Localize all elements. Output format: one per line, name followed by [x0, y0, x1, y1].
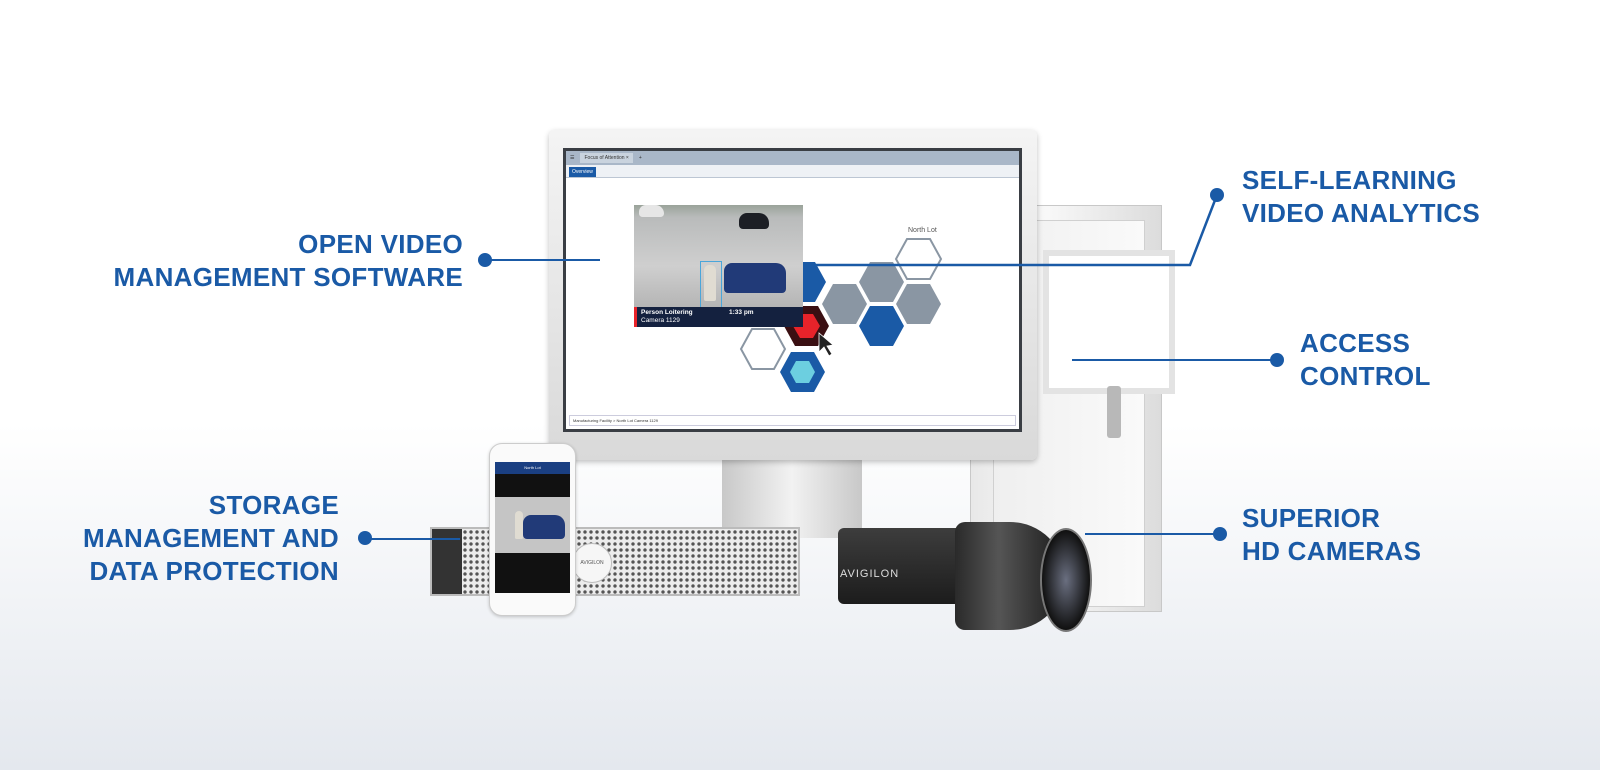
hex-cluster: [739, 238, 943, 392]
callout-dot: [1213, 527, 1227, 541]
monitor-stand: [722, 458, 862, 538]
camera-feed[interactable]: [634, 205, 803, 327]
menu-icon[interactable]: ☰: [570, 155, 575, 161]
label-line: SUPERIOR: [1242, 503, 1381, 533]
callout-line: [365, 538, 460, 540]
label-line: DATA PROTECTION: [89, 556, 339, 586]
tab-focus-of-attention[interactable]: Focus of Attention ×: [580, 153, 633, 163]
view-bar: Overview: [566, 165, 1019, 178]
callout-line: [1085, 533, 1220, 535]
add-tab-button[interactable]: +: [638, 155, 642, 161]
car: [739, 213, 769, 229]
label-software: OPEN VIDEO MANAGEMENT SOFTWARE: [114, 228, 463, 294]
camera-brand: AVIGILON: [840, 568, 900, 580]
car: [639, 205, 664, 217]
smartphone: North Lot: [489, 443, 576, 616]
server-logo: AVIGILON: [572, 543, 612, 583]
label-line: MANAGEMENT SOFTWARE: [113, 262, 463, 292]
label-storage: STORAGE MANAGEMENT AND DATA PROTECTION: [83, 489, 339, 588]
phone-screen: North Lot: [495, 462, 570, 593]
tab-overview[interactable]: Overview: [569, 167, 596, 177]
label-line: MANAGEMENT AND: [83, 523, 339, 553]
alert-time: 1:33 pm: [729, 309, 754, 316]
lens-glass: [1040, 528, 1092, 632]
alert-banner[interactable]: Person Loitering 1:33 pm Camera 1129: [634, 307, 803, 327]
tab-bar: ☰ Focus of Attention × +: [566, 151, 1019, 165]
label-line: HD CAMERAS: [1242, 536, 1422, 566]
cursor-icon: [818, 332, 834, 357]
label-line: OPEN VIDEO: [298, 229, 463, 259]
hex-grey-1: [822, 284, 867, 324]
hd-camera: AVIGILON: [838, 528, 978, 604]
hex-outline-north-lot: [894, 238, 943, 280]
callout-dot: [1270, 353, 1284, 367]
hex-teal-center: [790, 361, 815, 383]
label-line: ACCESS: [1300, 328, 1411, 358]
label-analytics: SELF-LEARNING VIDEO ANALYTICS: [1242, 164, 1480, 230]
phone-video: [495, 497, 570, 553]
label-line: STORAGE: [208, 490, 339, 520]
hex-blue-2: [859, 306, 904, 346]
person: [704, 265, 716, 301]
alert-title: Person Loitering: [641, 309, 693, 316]
callout-line: [485, 259, 600, 261]
label-line: SELF-LEARNING: [1242, 165, 1457, 195]
breadcrumb: Manufacturing Facility > North Lot Camer…: [569, 415, 1016, 426]
car: [523, 515, 565, 539]
phone-title: North Lot: [495, 462, 570, 474]
label-cameras: SUPERIOR HD CAMERAS: [1242, 502, 1421, 568]
hex-grey-3: [896, 284, 941, 324]
alert-camera: Camera 1129: [641, 317, 680, 324]
hex-grey-2: [859, 262, 904, 302]
callout-line: [1072, 359, 1277, 361]
label-line: CONTROL: [1300, 361, 1431, 391]
hex-outline: [739, 328, 787, 370]
door-handle: [1107, 386, 1121, 438]
label-line: VIDEO ANALYTICS: [1242, 198, 1481, 228]
label-access: ACCESS CONTROL: [1300, 327, 1431, 393]
car: [724, 263, 786, 293]
person: [515, 511, 523, 539]
site-label: North Lot: [908, 227, 937, 234]
